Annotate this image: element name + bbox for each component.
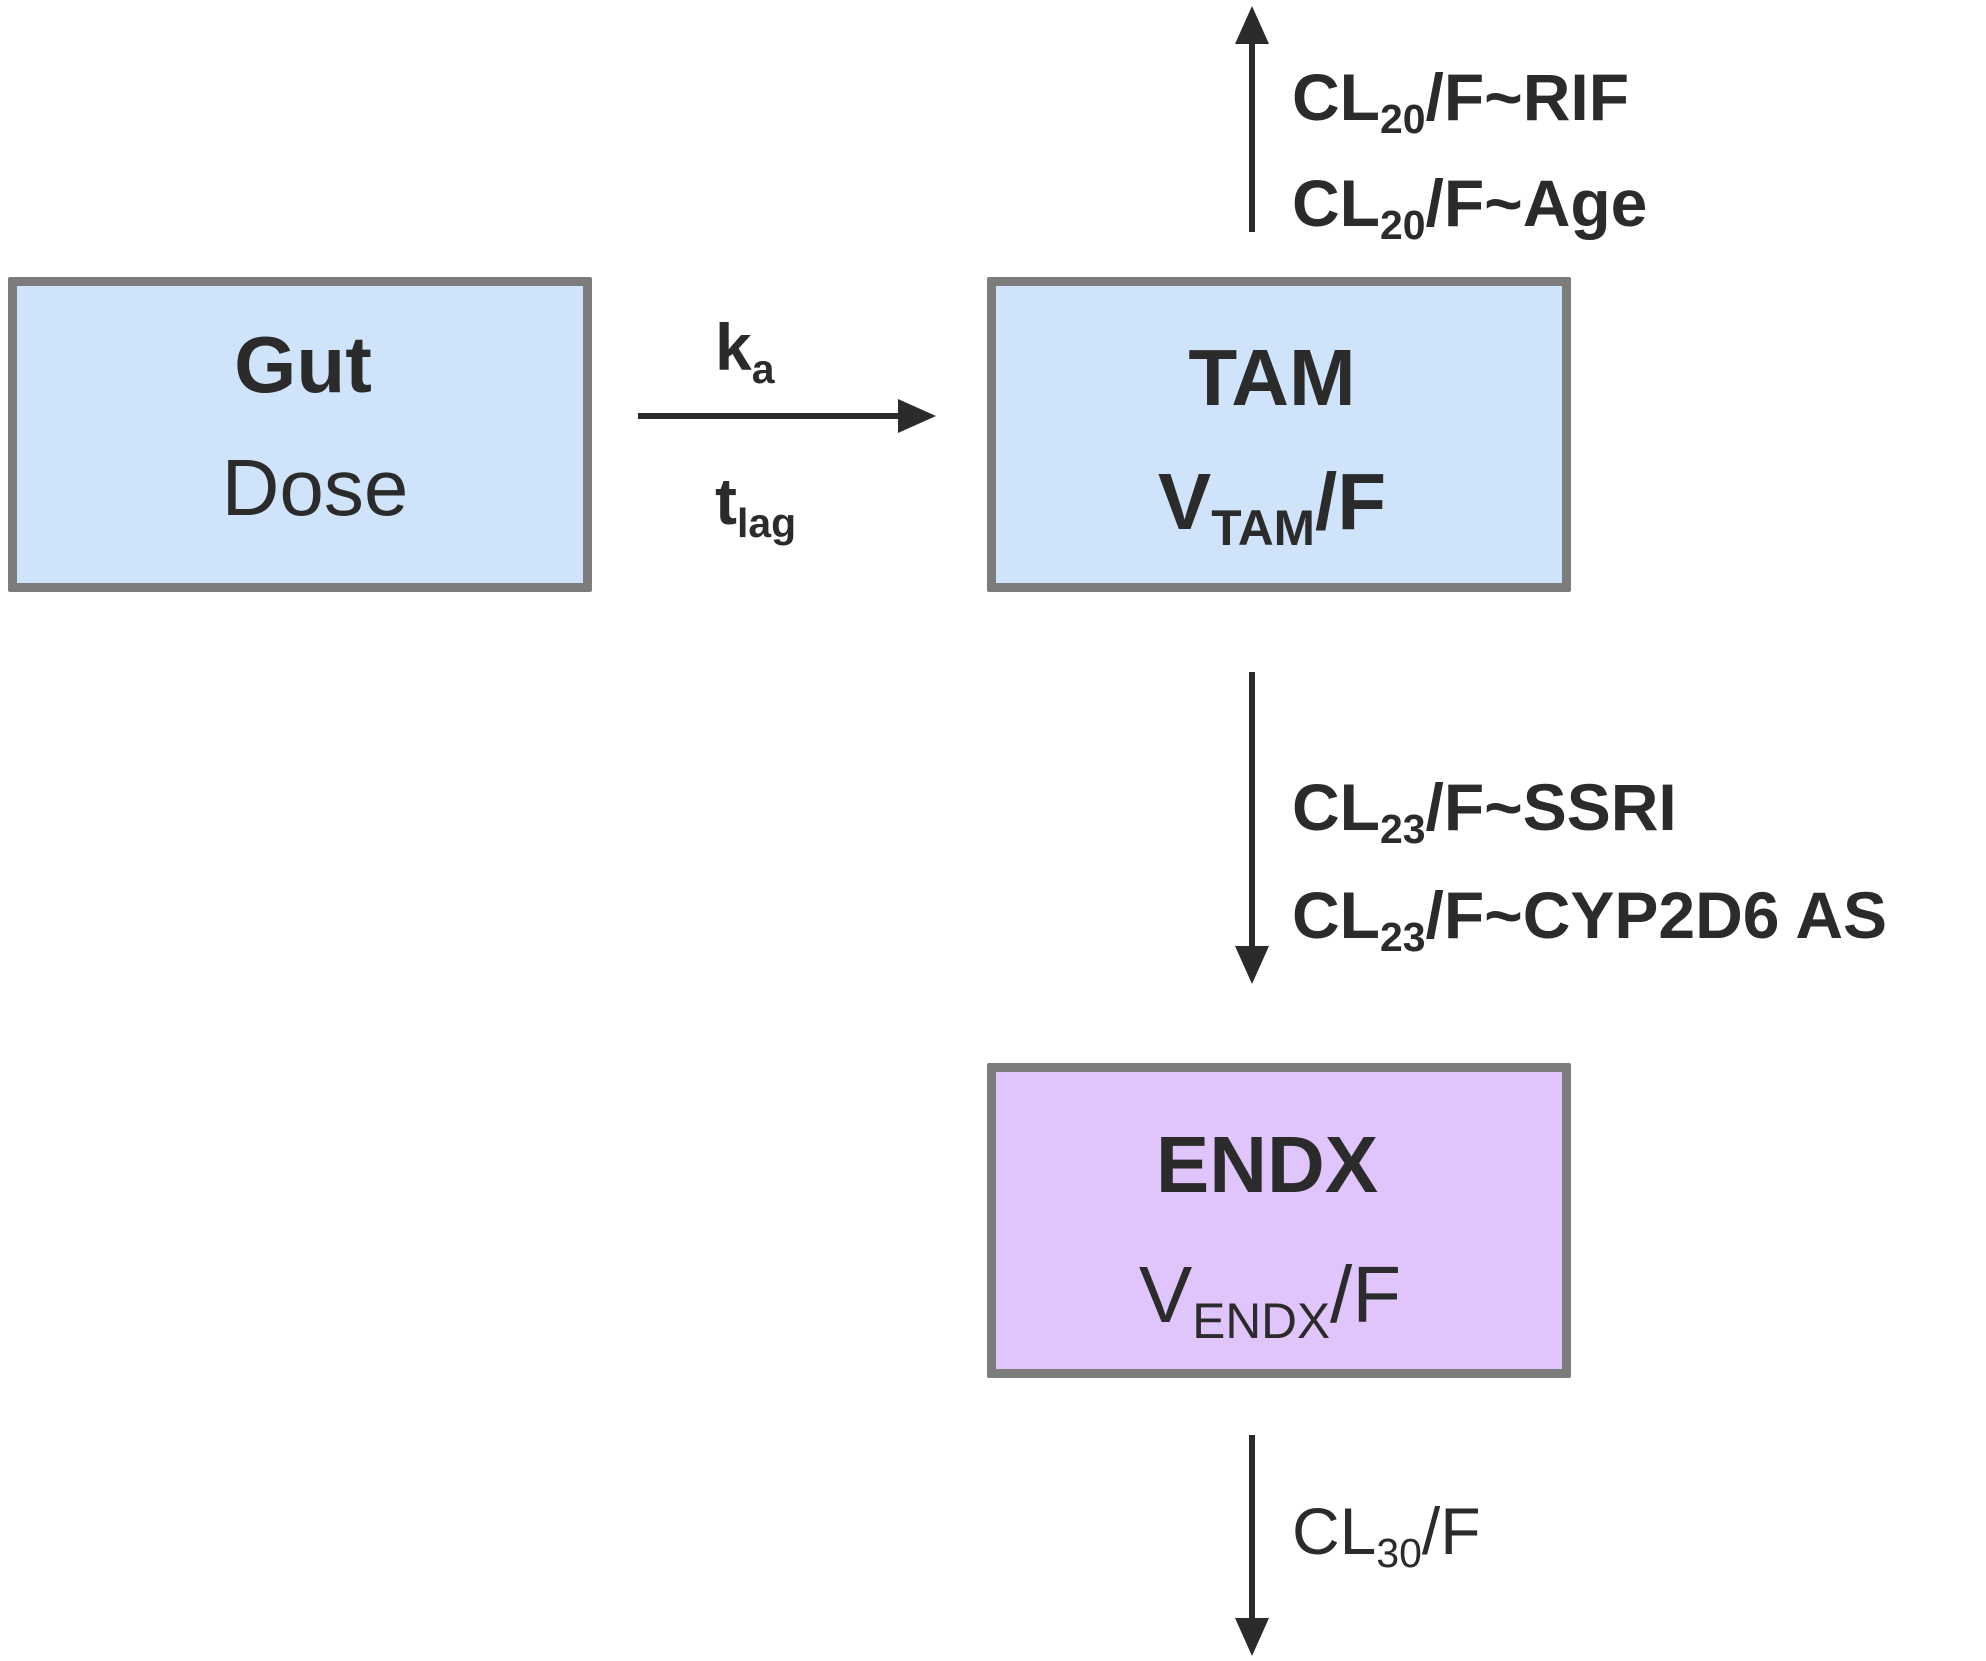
cl20-rif-sub: 20 [1379,96,1426,143]
gut-dose: Dose [221,443,409,532]
gut-compartment [8,277,592,592]
cl23-cyp-tail: /F~CYP2D6 AS [1425,878,1888,952]
cl20-age-sub: 20 [1379,202,1426,249]
tam-compartment [987,277,1571,592]
endx-volume-main: V [1138,1250,1193,1339]
absorption-lag-label: tlag [715,468,796,544]
tam-volume: VTAM/F [987,462,1557,553]
endx-title: ENDX [1155,1120,1379,1209]
endx-volume-tail: /F [1330,1250,1402,1339]
cl23-cyp-sub: 23 [1379,914,1426,961]
cl30-tail: /F [1421,1494,1481,1568]
endx-volume-sub: ENDX [1192,1292,1331,1349]
tam-elimination-line-2: CL20/F~Age [1292,170,1647,246]
tam-volume-main: V [1157,457,1212,546]
conversion-arrow [1235,672,1269,984]
cl30-main: CL [1292,1494,1377,1568]
ka-main: k [715,310,752,384]
conversion-line-2: CL23/F~CYP2D6 AS [1292,882,1887,958]
tam-title: TAM [1188,333,1356,422]
cl23-cyp-main: CL [1292,878,1380,952]
tlag-sub: lag [736,500,797,547]
cl30-sub: 30 [1376,1530,1422,1577]
cl23-ssri-main: CL [1292,770,1380,844]
cl20-rif-main: CL [1292,60,1380,134]
tam-elimination-line-1: CL20/F~RIF [1292,64,1629,140]
endx-elimination-line-1: CL30/F [1292,1498,1481,1574]
ka-sub: a [751,346,775,393]
cl23-ssri-sub: 23 [1379,806,1426,853]
cl20-age-main: CL [1292,166,1380,240]
tlag-main: t [715,464,737,538]
cl20-rif-tail: /F~RIF [1425,60,1630,134]
tam-volume-sub: TAM [1211,499,1315,556]
tam-elimination-arrow [1235,6,1269,232]
endx-elimination-arrow [1235,1435,1269,1656]
endx-compartment [987,1063,1571,1378]
gut-title: Gut [234,320,372,409]
endx-volume: VENDX/F [987,1255,1553,1346]
cl23-ssri-tail: /F~SSRI [1425,770,1677,844]
conversion-line-1: CL23/F~SSRI [1292,774,1677,850]
absorption-arrow [638,399,936,433]
absorption-rate-label: ka [715,314,774,390]
cl20-age-tail: /F~Age [1425,166,1648,240]
tam-volume-tail: /F [1315,457,1387,546]
